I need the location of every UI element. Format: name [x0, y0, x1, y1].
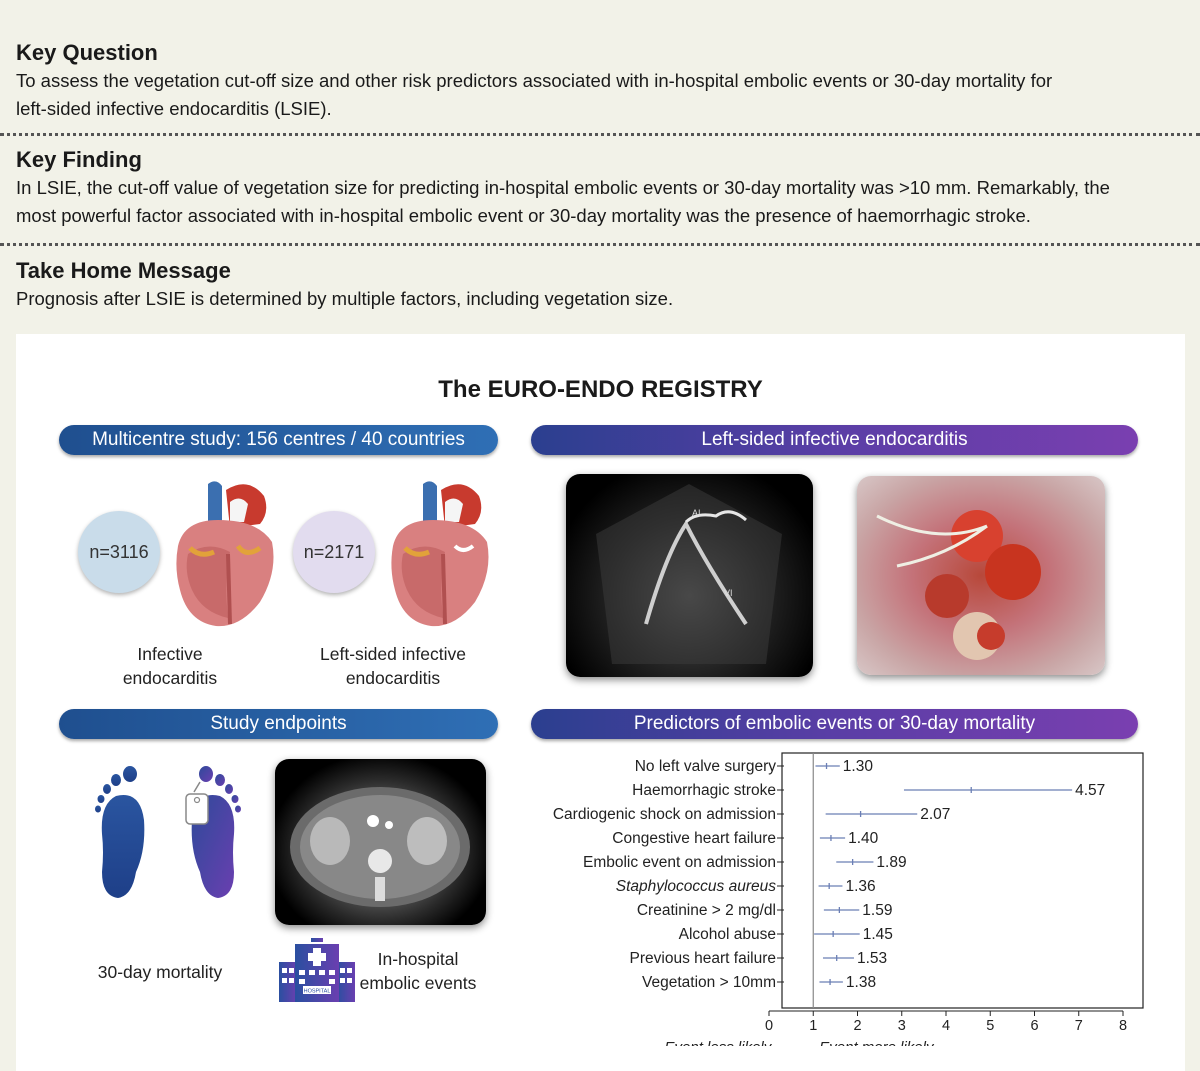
x-tick-label: 6 [1030, 1018, 1038, 1034]
key-finding-section: Key Finding In LSIE, the cut-off value o… [16, 146, 1184, 230]
hospital-sign-text: HOSPITAL [304, 989, 331, 995]
left-heart-icon [391, 481, 489, 627]
x-tick-label: 7 [1075, 1018, 1083, 1034]
x-tick-label: 4 [942, 1018, 950, 1034]
graphical-abstract-panel: The EURO-ENDO REGISTRY Multicentre study… [16, 334, 1185, 1071]
row-label: Embolic event on admission [583, 854, 776, 871]
or-value-label: 1.53 [857, 950, 887, 967]
registry-title: The EURO-ENDO REGISTRY [438, 376, 763, 403]
pathology-specimen-image [857, 476, 1105, 675]
key-question-heading: Key Question [16, 40, 158, 65]
mortality-label: 30-day mortality [97, 962, 223, 982]
or-value-label: 1.30 [843, 758, 874, 775]
row-label: Haemorrhagic stroke [632, 782, 776, 799]
row-label: Vegetation > 10mm [642, 974, 776, 991]
x-tick-label: 1 [809, 1018, 817, 1034]
x-tick-label: 0 [765, 1018, 773, 1034]
key-finding-heading: Key Finding [16, 147, 142, 172]
or-value-label: 4.57 [1075, 782, 1105, 799]
divider-2 [0, 243, 1200, 246]
or-value-label: 1.40 [848, 830, 879, 847]
x-tick-label: 8 [1119, 1018, 1127, 1034]
endpoints-pill: Study endpoints [59, 709, 498, 739]
n-left-circle: n=2171 [293, 511, 375, 593]
left-sided-pill: Left-sided infective endocarditis [531, 425, 1138, 455]
key-finding-line2: most powerful factor associated with in-… [16, 205, 1031, 226]
or-value-label: 1.45 [863, 926, 893, 943]
event-less-likely-label: Event less likely [665, 1039, 773, 1046]
row-label: Staphylococcus aureus [616, 878, 777, 895]
echo-label-ai: AI [692, 508, 701, 518]
or-value-label: 1.36 [845, 878, 875, 895]
x-tick-label: 5 [986, 1018, 994, 1034]
or-value-label: 1.59 [862, 902, 892, 919]
row-label: No left valve surgery [635, 758, 777, 775]
key-question-line1: To assess the vegetation cut-off size an… [16, 70, 1053, 91]
plot-frame [781, 752, 1144, 1009]
or-value-label: 2.07 [920, 806, 950, 823]
divider-1 [0, 133, 1200, 136]
take-home-line1: Prognosis after LSIE is determined by mu… [16, 288, 674, 309]
row-label: Creatinine > 2 mg/dl [637, 902, 776, 919]
echo-label-vi: VI [724, 588, 733, 598]
row-label: Alcohol abuse [679, 926, 776, 943]
multicentre-pill: Multicentre study: 156 centres / 40 coun… [59, 425, 498, 455]
n-all-circle: n=3116 [78, 511, 160, 593]
key-finding-line1: In LSIE, the cut-off value of vegetation… [16, 177, 1110, 198]
ct-scan-image [275, 759, 486, 925]
event-more-likely-label: Event more likely [819, 1039, 935, 1046]
or-value-label: 1.89 [876, 854, 906, 871]
row-label: Previous heart failure [630, 950, 776, 967]
predictors-pill: Predictors of embolic events or 30-day m… [531, 709, 1138, 739]
heart-icon [176, 481, 274, 627]
or-value-label: 1.38 [846, 974, 876, 991]
caption-infective: Infective endocarditis [122, 644, 218, 688]
key-question-section: Key Question To assess the vegetation cu… [16, 39, 1184, 123]
row-label: Congestive heart failure [612, 830, 776, 847]
take-home-section: Take Home Message Prognosis after LSIE i… [16, 257, 1184, 313]
take-home-heading: Take Home Message [16, 258, 231, 283]
row-label: Cardiogenic shock on admission [553, 806, 776, 823]
embolic-label: In-hospital embolic events [359, 949, 477, 993]
caption-left-sided: Left-sided infective endocarditis [320, 644, 466, 688]
hospital-icon: HOSPITAL [279, 938, 355, 1002]
key-question-line2: left-sided infective endocarditis (LSIE)… [16, 98, 332, 119]
x-tick-label: 2 [853, 1018, 861, 1034]
x-tick-label: 3 [898, 1018, 906, 1034]
echocardiogram-image: AI VI [566, 474, 813, 677]
feet-icon [95, 766, 241, 898]
